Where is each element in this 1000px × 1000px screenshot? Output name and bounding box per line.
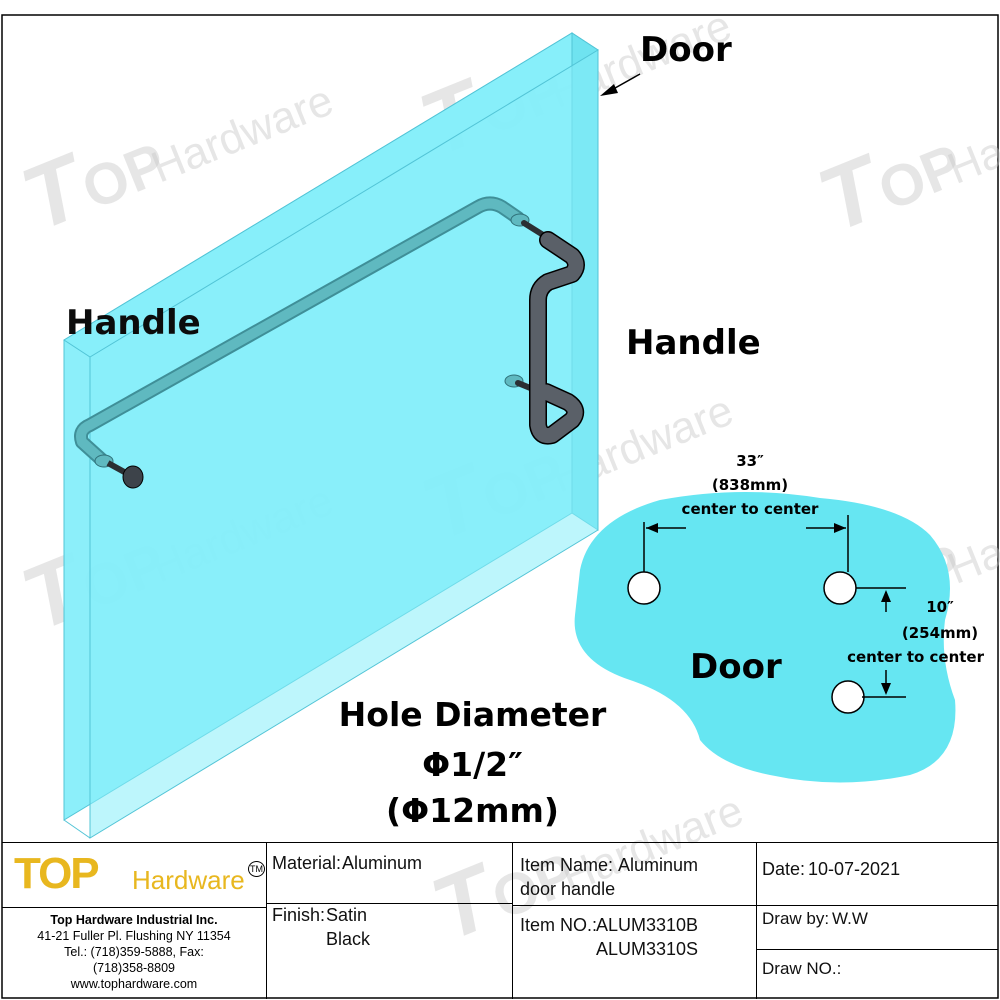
door-back-face (89, 49, 599, 839)
horizontal-dim-metric: (838mm) (711, 476, 789, 494)
logo-hardware: Hardware (132, 865, 245, 895)
pull-handle (515, 220, 585, 445)
hole-2 (823, 571, 857, 605)
draw-by-label: Draw by: (762, 909, 830, 928)
item-no-2: ALUM3310S (596, 939, 699, 959)
logo-trademark: TM (248, 861, 265, 877)
hole-diameter-metric: (Φ12mm) (386, 791, 559, 830)
sheet-frame (1, 14, 999, 999)
hole-diameter-title: Hole Diameter (338, 695, 607, 734)
draw-by-value: W.W (832, 909, 868, 928)
material-label: Material: (272, 853, 342, 873)
company-address: 41-21 Fuller Pl. Flushing NY 11354 (37, 929, 231, 943)
finish-value-line1: Satin (326, 905, 368, 925)
svg-text:Hardware: Hardware (145, 76, 340, 193)
vertical-dim-metric: (254mm) (901, 624, 979, 642)
draw-no-label: Draw NO.: (762, 959, 842, 978)
item-no-1: ALUM3310B (596, 915, 699, 935)
title-block: TOP Hardware TM Top Hardware Industrial … (2, 842, 998, 999)
company-logo: TOP Hardware TM (8, 845, 265, 905)
vertical-dim-imperial: 10″ (926, 598, 954, 616)
horizontal-dim-note: center to center (681, 500, 819, 518)
company-name: Top Hardware Industrial Inc. (50, 913, 218, 927)
vertical-dim-note: center to center (847, 648, 984, 666)
left-knob (106, 460, 144, 489)
hole-3 (831, 680, 865, 714)
front-handle-label: Handle (66, 303, 201, 343)
pull-handle-label: Handle (626, 323, 761, 363)
finish-value-line2: Black (326, 929, 371, 949)
door-arrow (600, 73, 641, 96)
item-name-label: Item Name: (520, 855, 614, 875)
material-value: Aluminum (342, 853, 423, 873)
company-fax: (718)358-8809 (92, 961, 175, 975)
horizontal-dim-imperial: 33″ (736, 452, 764, 470)
door-label: Door (640, 30, 732, 70)
item-name-line2: door handle (520, 879, 616, 899)
company-tel: Tel.: (718)359-5888, Fax: (64, 945, 204, 959)
finish-label: Finish: (272, 905, 326, 925)
item-no-label: Item NO.: (520, 915, 598, 935)
logo-top: TOP (14, 849, 100, 898)
date-value: 10-07-2021 (808, 859, 901, 879)
date-label: Date: (762, 859, 806, 879)
door-blob-label: Door (690, 647, 782, 687)
hole-diameter-imperial: Φ1/2″ (422, 745, 523, 784)
company-website: www.tophardware.com (70, 977, 198, 991)
item-name-line1: Aluminum (618, 855, 699, 875)
door-blob-shape (574, 491, 956, 783)
hole-1 (627, 571, 661, 605)
watermark-3: T OP Hardware (805, 77, 1000, 252)
